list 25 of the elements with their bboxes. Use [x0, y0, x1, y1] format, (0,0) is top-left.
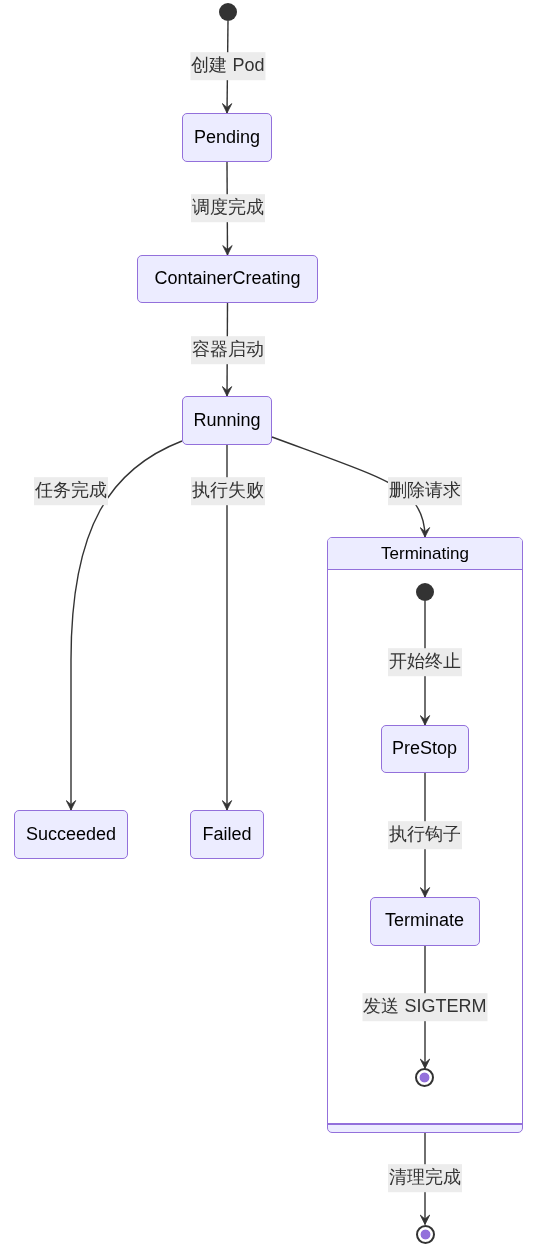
end-target [415, 1224, 435, 1244]
edge-label: 任务完成 [34, 477, 108, 505]
edge-label: 开始终止 [388, 648, 462, 676]
transition-arrow [65, 440, 183, 811]
state-box: Pending [182, 113, 272, 162]
start-dot [415, 582, 434, 601]
edge-label: 清理完成 [388, 1164, 462, 1192]
edge-label: 执行钩子 [388, 821, 462, 849]
edge-label: 容器启动 [191, 336, 265, 364]
start-dot [219, 3, 237, 21]
composite-state-box [327, 537, 523, 1133]
edge-label: 调度完成 [191, 194, 265, 222]
edge-label: 创建 Pod [190, 52, 266, 80]
transition-arrow [221, 444, 233, 811]
state-box: PreStop [380, 724, 469, 773]
state-box: Failed [190, 810, 264, 859]
state-box: Running [182, 396, 272, 445]
state-box: Terminate [369, 896, 480, 946]
state-box: ContainerCreating [137, 255, 318, 303]
edge-label: 发送 SIGTERM [362, 993, 488, 1021]
edge-label: 执行失败 [191, 477, 265, 505]
edge-label: 删除请求 [388, 477, 462, 505]
end-target [415, 1068, 434, 1087]
state-box: Succeeded [14, 810, 128, 859]
state-title: Terminating [328, 538, 522, 570]
